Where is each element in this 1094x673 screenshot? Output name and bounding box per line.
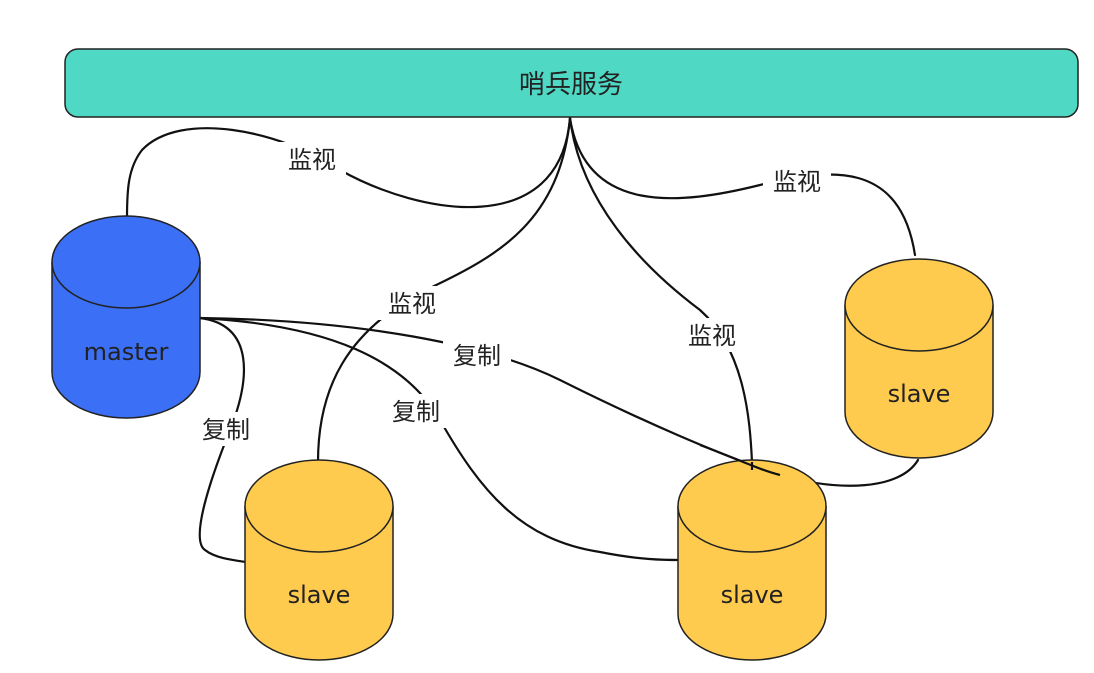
edge-monitor-slave-middle — [568, 116, 754, 464]
master-label: master — [84, 338, 169, 366]
slave-label: slave — [888, 380, 951, 408]
label-bg — [278, 142, 346, 176]
edge-label-monitor-slave-right: 监视 — [773, 168, 821, 196]
sentinel-service[interactable]: 哨兵服务 — [64, 48, 1079, 118]
edge-replicate-right — [198, 316, 920, 487]
slave-cylinder-top — [244, 459, 394, 553]
edge-label-monitor-slave-middle: 监视 — [688, 322, 736, 350]
slave-cylinder-top — [677, 459, 827, 553]
label-bg — [382, 394, 450, 428]
slave-label: slave — [721, 581, 784, 609]
slave-node-left[interactable]: slave — [244, 459, 394, 661]
edge-monitor-slave-right — [568, 116, 917, 257]
label-bg — [763, 164, 831, 198]
slave-node-middle[interactable]: slave — [677, 459, 827, 661]
label-bg — [378, 286, 446, 320]
master-cylinder-top — [51, 215, 201, 309]
sentinel-label: 哨兵服务 — [519, 70, 623, 100]
edge-replicate-middle — [198, 316, 682, 562]
slave-cylinder-top — [844, 258, 994, 352]
edge-label-replicate-left: 复制 — [202, 416, 250, 444]
slave-node-right[interactable]: slave — [844, 258, 994, 459]
edge-label-monitor-master: 监视 — [288, 146, 336, 174]
label-bg — [443, 338, 511, 372]
label-bg — [192, 412, 260, 446]
edge-label-monitor-slave-left: 监视 — [388, 290, 436, 318]
sentinel-bar — [64, 48, 1079, 118]
label-bg — [678, 318, 746, 352]
edge-replicate-right-overlay — [699, 443, 781, 477]
edge-monitor-master — [125, 116, 572, 220]
edge-label-replicate-right: 复制 — [453, 342, 501, 370]
edge-replicate-left — [198, 316, 248, 564]
master-node[interactable]: master — [51, 215, 201, 419]
edge-label-replicate-middle: 复制 — [392, 398, 440, 426]
slave-label: slave — [288, 581, 351, 609]
